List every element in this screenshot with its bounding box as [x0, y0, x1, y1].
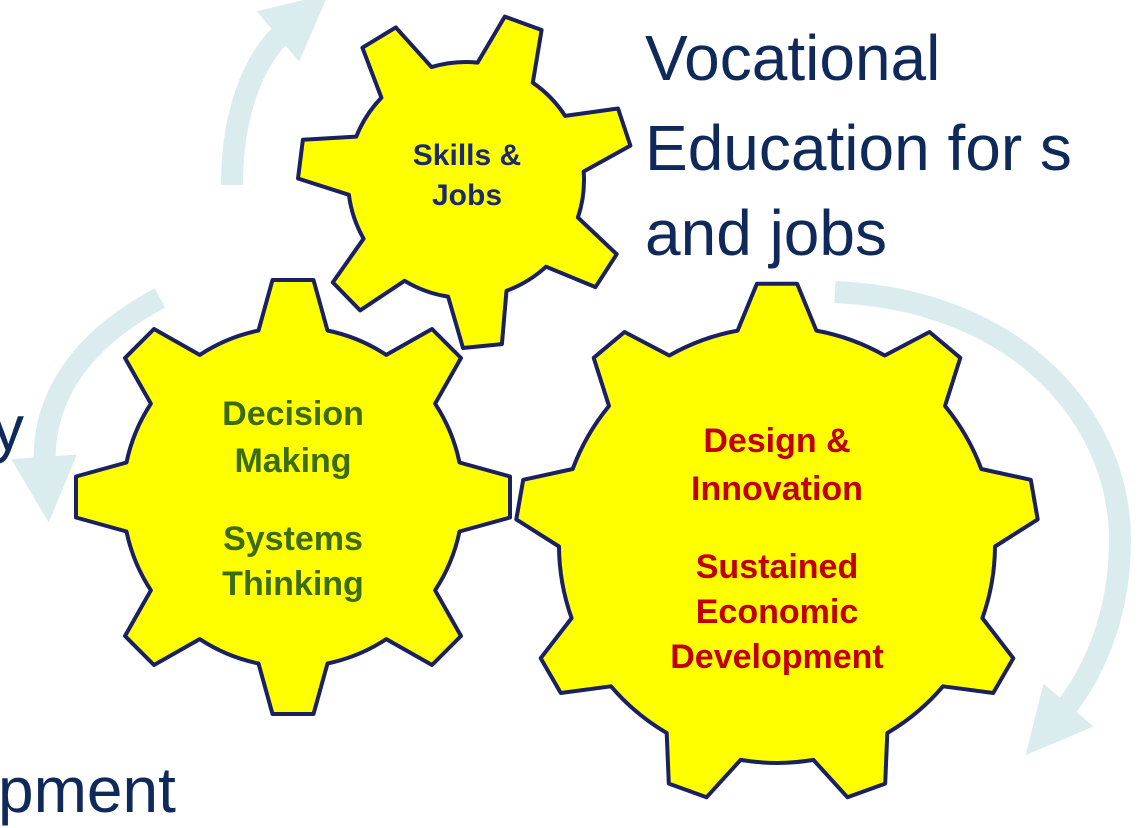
left-fragment-text: pment — [0, 754, 176, 826]
decision-gear-label-2: Making — [234, 442, 351, 480]
headline-line-2: Education for s — [645, 112, 1072, 184]
cycle-arrow-left — [11, 288, 166, 523]
left-edge-fragment: y — [0, 392, 24, 464]
decision-gear-label-4: Thinking — [222, 565, 364, 603]
design-gear-label-2: Innovation — [691, 470, 863, 508]
headline-line-3: and jobs — [645, 197, 887, 269]
decision-gear-label-3: Systems — [223, 520, 363, 558]
design-gear-label-1: Design & — [703, 422, 850, 460]
skills-jobs-gear — [296, 14, 633, 350]
cycle-arrow-top — [221, 0, 329, 186]
skills-gear-label-2: Jobs — [432, 179, 502, 212]
headline-line-1: Vocational — [645, 22, 940, 94]
decision-systems-gear — [74, 278, 512, 716]
design-gear-label-4: Economic — [696, 593, 858, 631]
design-gear-label-5: Development — [670, 638, 884, 676]
design-innovation-gear — [514, 281, 1040, 800]
design-gear-label-3: Sustained — [696, 548, 858, 586]
decision-gear-label-1: Decision — [222, 395, 364, 433]
skills-gear-label-1: Skills & — [413, 139, 521, 172]
cycle-arrow-right — [834, 281, 1132, 756]
